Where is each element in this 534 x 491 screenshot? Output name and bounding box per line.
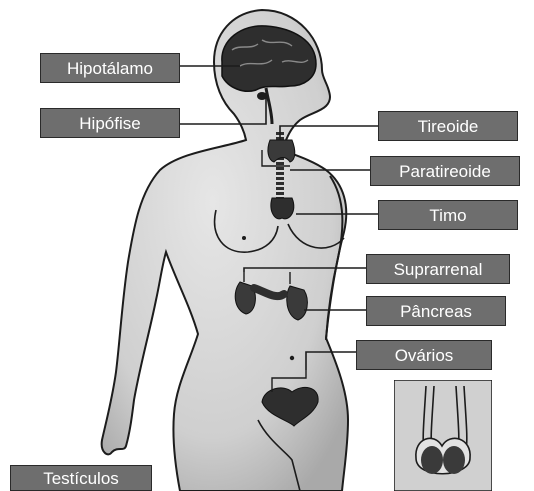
testicle-right: [443, 446, 465, 474]
label-ovarios: Ovários: [356, 340, 492, 370]
label-suprarrenal: Suprarrenal: [366, 254, 510, 284]
navel: [290, 356, 294, 360]
label-paratireoide: Paratireoide: [370, 156, 520, 186]
label-hipotalamo: Hipotálamo: [40, 53, 180, 83]
label-testiculos: Testículos: [10, 465, 152, 491]
label-timo: Timo: [378, 200, 518, 230]
label-tireoide: Tireoide: [378, 111, 518, 141]
testicles-inset: [394, 380, 492, 491]
label-pancreas: Pâncreas: [366, 296, 506, 326]
label-hipofise: Hipófise: [40, 108, 180, 138]
testicle-left: [421, 446, 443, 474]
nipple: [242, 236, 246, 240]
thymus-organ: [271, 198, 294, 219]
